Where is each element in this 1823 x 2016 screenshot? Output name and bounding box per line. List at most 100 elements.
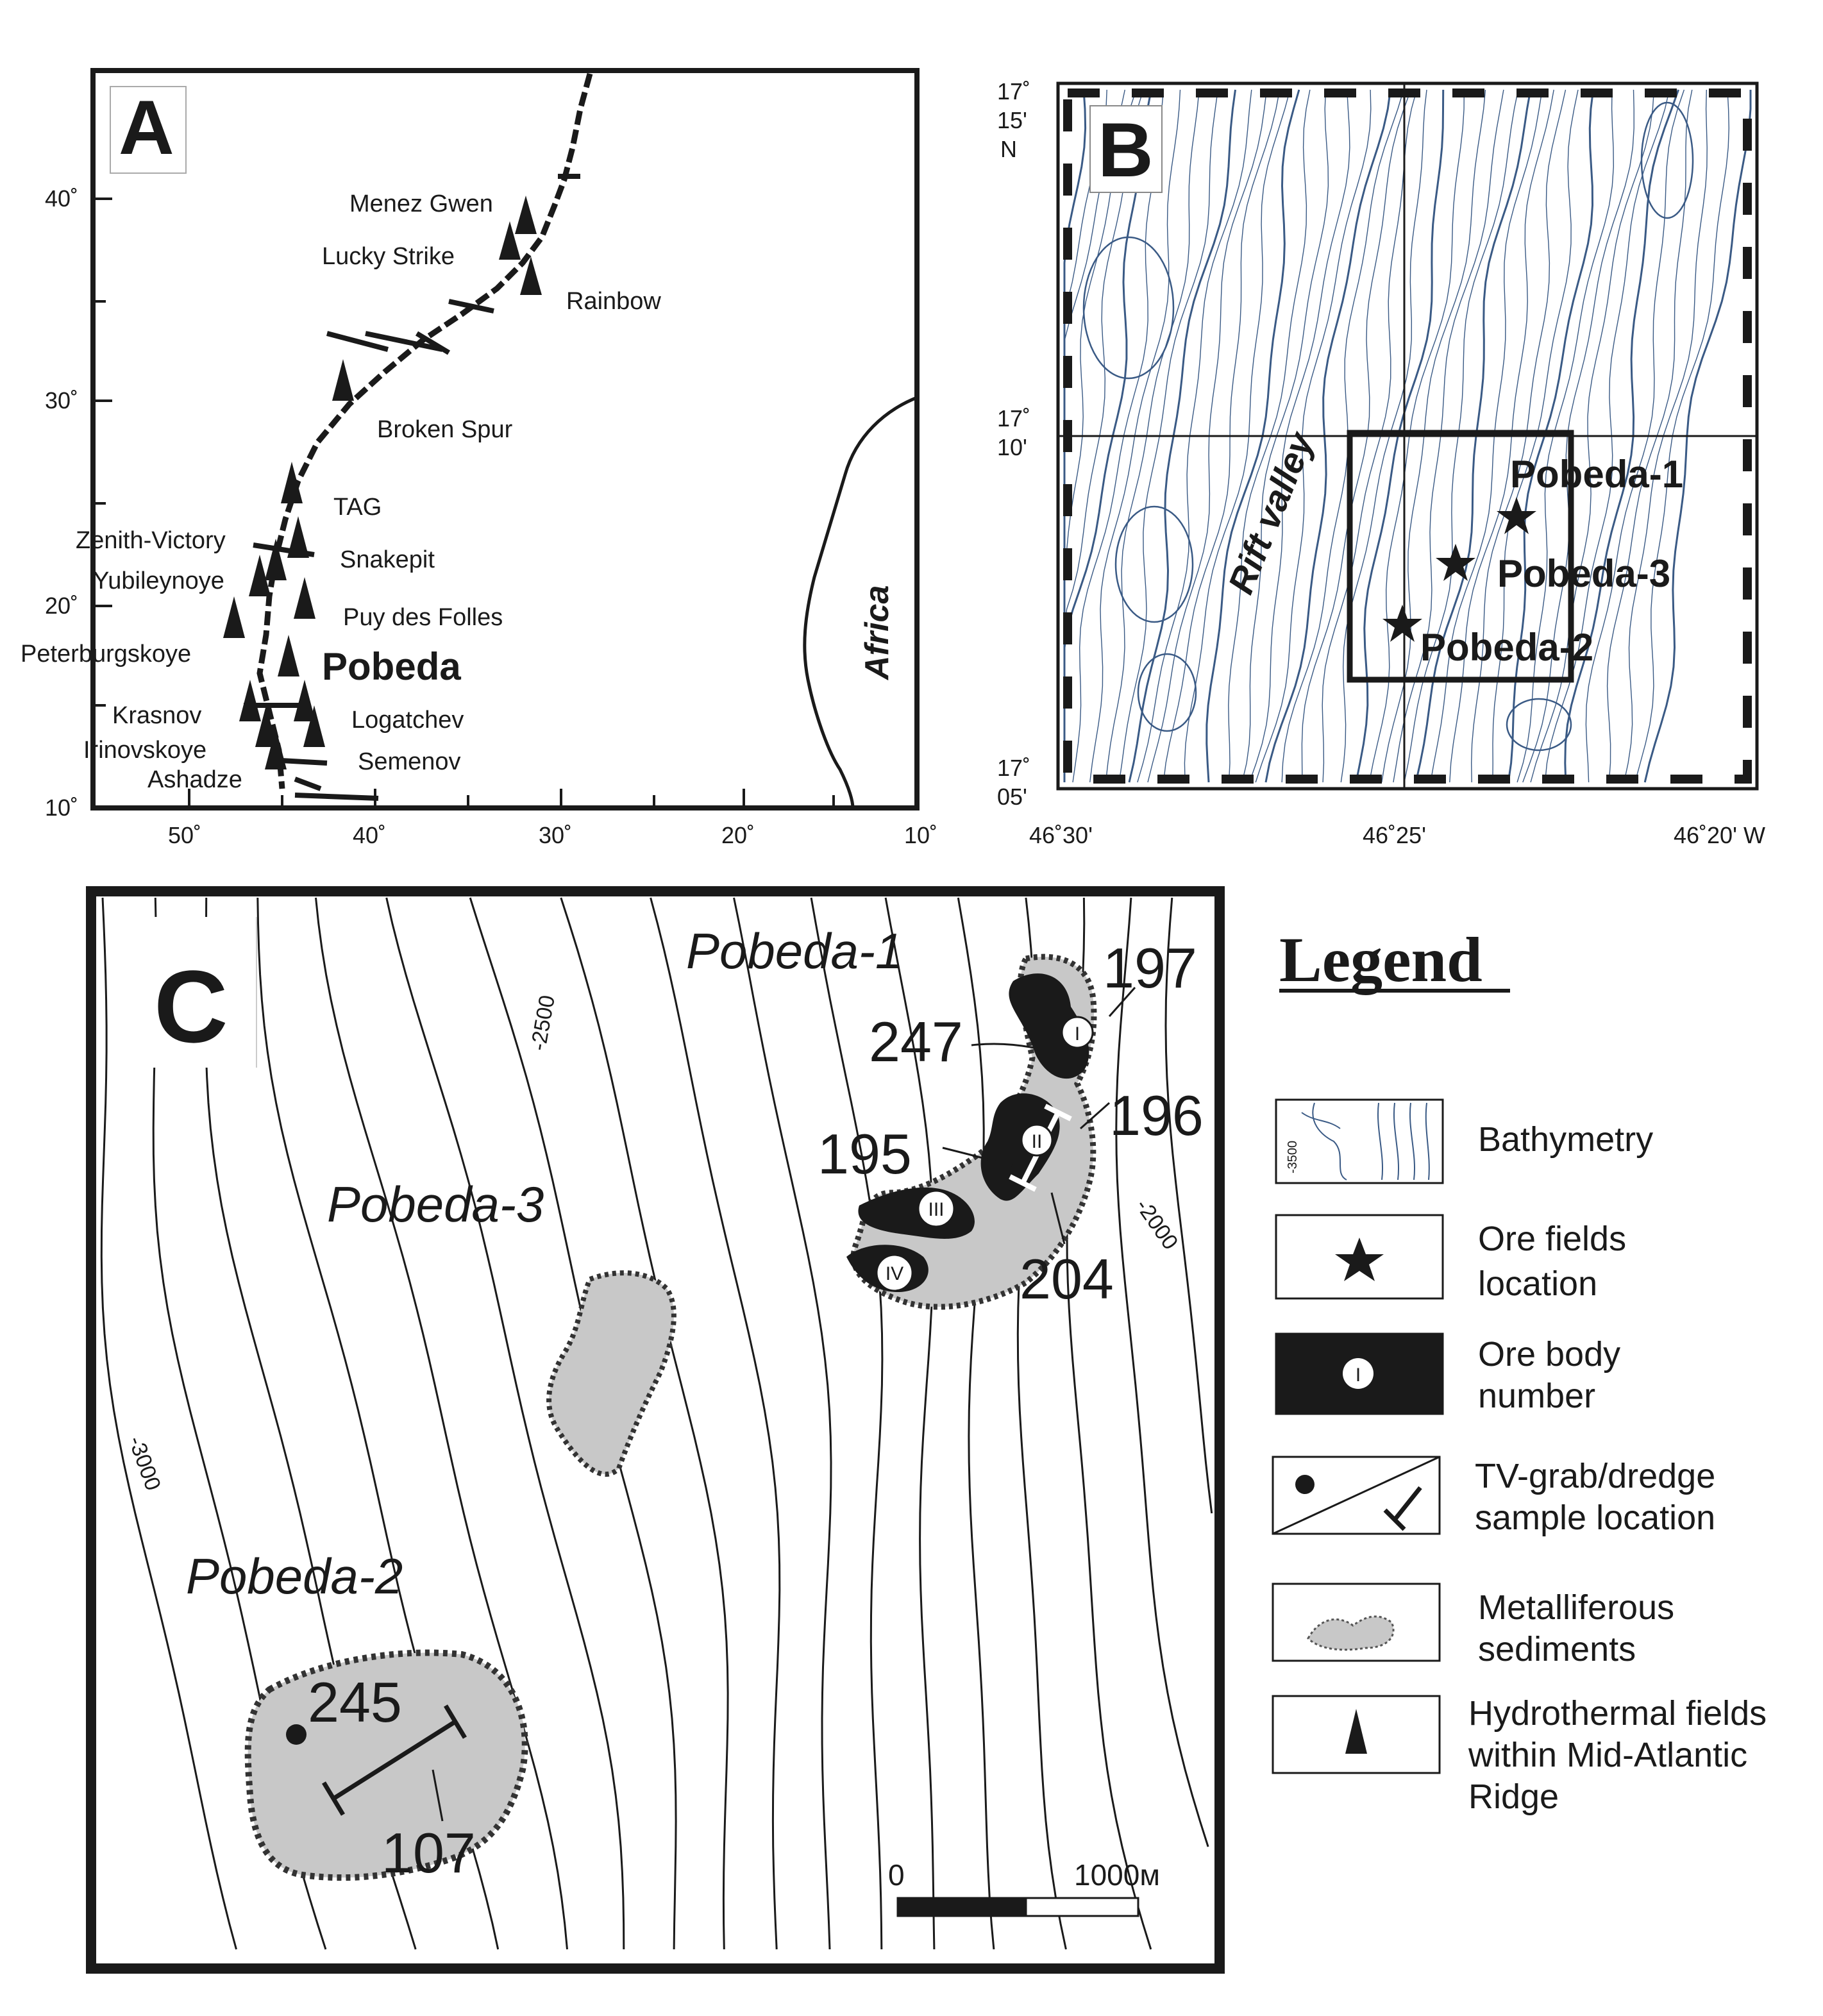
field-label: Ashadze [147, 766, 242, 793]
panel-a-letter-box [110, 86, 187, 174]
legend-swatch-sample [1272, 1456, 1441, 1535]
field-label: Snakepit [340, 546, 435, 573]
hydrothermal-triangles [223, 196, 542, 769]
depth-contour [884, 897, 936, 1950]
panel-b-lat-hem: N [1000, 136, 1017, 162]
bathymetry-value: -3500 [1286, 1141, 1300, 1173]
pobeda-3-sediment [546, 1270, 676, 1477]
depth-contour [385, 897, 625, 1950]
legend-title: Legend [1279, 924, 1483, 995]
panel-c-site-label: Pobeda-1 [686, 923, 903, 979]
panel-a-lat-tick: 20˚ [45, 592, 78, 619]
panel-b-lon-tick: 46˚20' W [1674, 822, 1765, 848]
triangle-icon [499, 221, 521, 260]
panel-a-frame [90, 68, 920, 811]
sample-number: 195 [818, 1122, 912, 1186]
panel-b-lon-tick: 46˚30' [1029, 822, 1093, 848]
panel-b-site-label: Pobeda-2 [1420, 626, 1593, 669]
panel-c-letter: C [154, 949, 228, 1064]
panel-a-lat-tick: 10˚ [45, 794, 78, 821]
legend-label: sediments [1478, 1630, 1636, 1668]
triangle-icon [249, 555, 271, 596]
triangle-icon [515, 196, 537, 234]
africa-coastline [803, 396, 918, 809]
triangle-icon [303, 705, 325, 747]
ore-body-markers: I II III IV [875, 1016, 1094, 1292]
star-icon [1382, 605, 1422, 642]
pobeda-label: Pobeda [322, 645, 461, 688]
panel-a-lat-tick: 30˚ [45, 387, 78, 414]
ore-body-black [980, 1093, 1060, 1201]
field-label: Peterburgskoye [21, 641, 191, 668]
panel-b-site-label: Pobeda-1 [1510, 453, 1683, 496]
legend-label: Ore body [1478, 1335, 1620, 1373]
scale-end: 1000м [1074, 1858, 1160, 1892]
panel-a-lon-tick: 20˚ [721, 822, 755, 848]
legend-swatch-star [1275, 1214, 1444, 1300]
field-label: TAG [333, 494, 382, 521]
legend-label: Ridge [1468, 1777, 1559, 1816]
triangle-icon [1345, 1709, 1367, 1754]
study-area-rectangle [1347, 430, 1574, 683]
legend-label: Ore fields [1478, 1220, 1626, 1258]
field-label: Puy des Folles [343, 604, 503, 631]
ore-field-stars [1382, 497, 1536, 642]
field-label: Zenith-Victory [76, 527, 226, 554]
tv-grab-sample-dot [286, 1724, 307, 1745]
triangle-icon [520, 256, 542, 295]
star-icon [1436, 544, 1475, 581]
panel-c: C -2500 -2000 -3000 I II III IV [86, 886, 1225, 1974]
scale-bar: 0 1000м [888, 1858, 1160, 1917]
panel-b-letter-box [1089, 105, 1163, 193]
panel-c-site-label: Pobeda-3 [327, 1176, 544, 1232]
star-icon [1335, 1238, 1384, 1281]
ore-body-number: I [1356, 1365, 1361, 1386]
triangle-icon [239, 680, 261, 721]
triangle-icon [287, 516, 309, 558]
panel-c-letter-box [131, 917, 256, 1068]
panel-b-lat-min: 05' [997, 784, 1027, 810]
ore-body-number: II [1032, 1131, 1043, 1152]
panel-b-lat-deg: 17˚ [997, 755, 1030, 781]
panel-a-lon-tick: 50˚ [168, 822, 201, 848]
ore-body-number: III [928, 1199, 944, 1220]
ore-body-number: IV [886, 1263, 903, 1284]
depth-contour [1164, 897, 1213, 1514]
legend-swatch-bathymetry: -3500 [1275, 1098, 1444, 1184]
depth-contour [650, 897, 781, 1950]
legend-label: Hydrothermal fields [1468, 1694, 1767, 1733]
legend-label: within Mid-Atlantic [1468, 1736, 1747, 1774]
field-label: Lucky Strike [322, 243, 455, 270]
triangle-icon [278, 635, 299, 676]
field-label: Yubileynoye [93, 567, 224, 594]
sample-number: 107 [382, 1821, 476, 1885]
legend-label: Bathymetry [1478, 1120, 1653, 1159]
depth-contour [315, 897, 568, 1950]
panel-b-lat-min: 10' [997, 434, 1027, 460]
depth-contour [810, 897, 884, 1950]
panel-c-site-label: Pobeda-2 [186, 1548, 403, 1604]
field-label: Broken Spur [377, 416, 513, 443]
triangle-icon [223, 596, 245, 638]
panel-b-lat-min: 15' [997, 107, 1027, 133]
panel-a-lon-tick: 40˚ [353, 822, 386, 848]
scale-start: 0 [888, 1858, 905, 1892]
sample-number: 245 [308, 1670, 402, 1734]
triangle-icon [294, 680, 315, 721]
depth-contour [957, 897, 995, 1950]
triangle-icon [294, 577, 315, 619]
ore-body-black [1009, 973, 1089, 1079]
field-label: Menez Gwen [349, 190, 493, 217]
legend: Legend -3500 Bathymetry Ore fields locat… [1272, 924, 1767, 1816]
panel-b: B Pobeda-1 Pobeda-3 Pobeda-2 Rift valley… [997, 78, 1765, 848]
panel-b-letter: B [1098, 107, 1154, 193]
africa-label: Africa [859, 585, 896, 681]
panel-a-lon-tick: 10˚ [904, 822, 937, 848]
field-label: Logatchev [351, 707, 464, 734]
triangle-icon [265, 539, 287, 580]
legend-label: location [1478, 1264, 1597, 1303]
bathymetry-contour [1082, 236, 1175, 380]
legend-label: Metalliferous [1478, 1588, 1674, 1627]
panel-b-lat-deg: 17˚ [997, 405, 1030, 432]
